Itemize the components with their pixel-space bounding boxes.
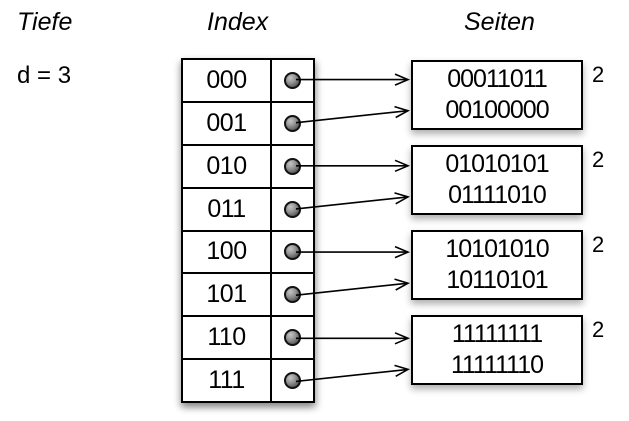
index-row-110: 110 — [183, 317, 313, 361]
page-value: 00100000 — [445, 96, 549, 124]
pages-column-heading: Seiten — [464, 8, 535, 36]
local-depth-badge-2: 2 — [592, 147, 605, 172]
local-depth-badge-4: 2 — [592, 317, 605, 342]
page-value: 11111110 — [450, 351, 544, 379]
pointer-cell — [270, 317, 313, 359]
pointer-cell — [270, 360, 313, 401]
page-value: 00011011 — [447, 65, 548, 93]
index-table: 000 001 010 011 100 101 110 111 — [181, 58, 315, 403]
page-value: 10110101 — [446, 266, 548, 294]
index-entry-label: 101 — [206, 280, 247, 309]
arrowhead-icon — [394, 278, 411, 291]
index-entry-label: 111 — [208, 366, 245, 395]
pointer-dot-icon — [284, 71, 301, 89]
index-row-100: 100 — [183, 231, 313, 275]
pointer-dot-icon — [284, 286, 301, 304]
arrowhead-icon — [394, 364, 411, 377]
pointer-dot-icon — [284, 329, 301, 347]
pointer-dot-icon — [284, 157, 301, 175]
arrowhead-icon — [394, 245, 411, 259]
page-value: 01111010 — [448, 181, 547, 209]
index-entry-label: 110 — [207, 323, 246, 352]
index-entry-label: 100 — [206, 237, 247, 266]
pointer-cell — [270, 231, 313, 273]
pointer-cell — [270, 102, 313, 144]
page-box-4: 11111111 11111110 — [411, 315, 583, 385]
page-value: 01010101 — [445, 150, 549, 178]
arrowhead-icon — [394, 192, 411, 205]
index-row-011: 011 — [183, 188, 313, 232]
index-row-000: 000 — [183, 60, 313, 103]
index-entry-label: 001 — [206, 108, 247, 137]
pointer-cell — [270, 60, 313, 101]
pointer-dot-icon — [284, 114, 301, 132]
page-box-1: 00011011 00100000 — [411, 60, 583, 130]
local-depth-badge-3: 2 — [592, 232, 605, 257]
index-row-111: 111 — [183, 360, 313, 401]
global-depth-value: d = 3 — [17, 62, 72, 89]
page-box-3: 10101010 10110101 — [411, 230, 583, 300]
arrowhead-icon — [394, 105, 411, 119]
arrowhead-icon — [394, 73, 411, 86]
index-entry-label: 000 — [206, 65, 247, 94]
pointer-cell — [270, 188, 313, 230]
page-value: 10101010 — [445, 235, 549, 263]
index-row-010: 010 — [183, 145, 313, 189]
pointer-dot-icon — [284, 200, 301, 218]
local-depth-badge-1: 2 — [592, 62, 605, 87]
depth-column-heading: Tiefe — [17, 8, 73, 36]
pointer-dot-icon — [284, 243, 301, 261]
pointer-dot-icon — [284, 372, 301, 390]
page-box-2: 01010101 01111010 — [411, 145, 583, 215]
arrowhead-icon — [394, 332, 411, 345]
index-entry-label: 010 — [206, 151, 247, 180]
arrowhead-icon — [394, 159, 411, 173]
page-value: 11111111 — [451, 320, 543, 348]
index-entry-label: 011 — [207, 194, 246, 223]
index-column-heading: Index — [207, 8, 269, 36]
pointer-cell — [270, 145, 313, 187]
pointer-cell — [270, 274, 313, 316]
index-row-001: 001 — [183, 102, 313, 146]
index-row-101: 101 — [183, 274, 313, 318]
